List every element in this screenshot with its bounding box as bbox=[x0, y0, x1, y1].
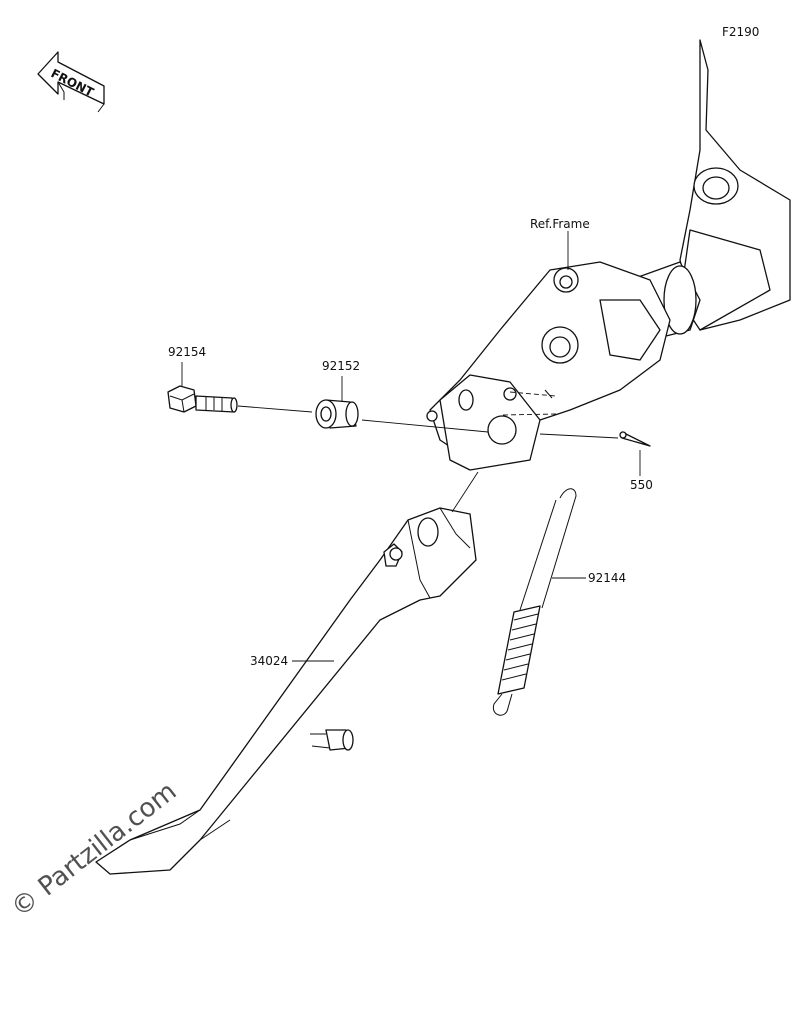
ref-frame-label: Ref.Frame bbox=[530, 217, 590, 231]
part-label-550: 550 bbox=[630, 478, 653, 492]
part-label-92154: 92154 bbox=[168, 345, 206, 359]
spring-92144 bbox=[492, 488, 577, 716]
side-stand-34024 bbox=[95, 507, 477, 875]
collar-92152 bbox=[315, 399, 359, 429]
part-label-92152: 92152 bbox=[322, 359, 360, 373]
front-arrow-icon: FRONT bbox=[37, 51, 105, 113]
part-label-92144: 92144 bbox=[588, 571, 626, 585]
cotter-pin-550 bbox=[619, 431, 651, 447]
figure-code: F2190 bbox=[722, 25, 759, 39]
frame-reference bbox=[426, 39, 791, 471]
part-label-34024: 34024 bbox=[250, 654, 288, 668]
bolt-92154 bbox=[167, 385, 238, 413]
